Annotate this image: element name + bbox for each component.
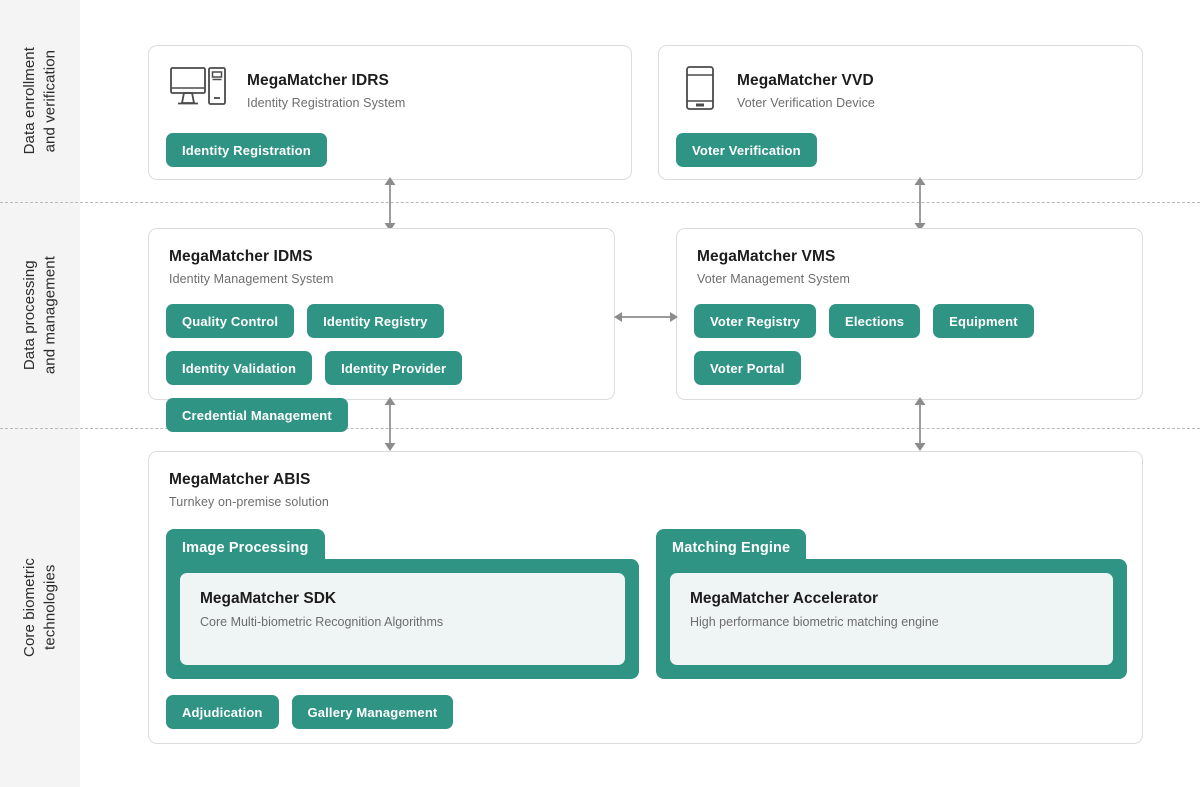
card-megamatcher-vms[interactable]: MegaMatcher VMS Voter Management System … (676, 228, 1143, 400)
card-abis-subtitle: Turnkey on-premise solution (169, 495, 329, 509)
card-idrs-subtitle: Identity Registration System (247, 96, 406, 110)
card-megamatcher-idms[interactable]: MegaMatcher IDMS Identity Management Sys… (148, 228, 615, 432)
product-subtitle-megamatcher-sdk: Core Multi-biometric Recognition Algorit… (200, 615, 444, 629)
pill-credential-management[interactable]: Credential Management (166, 398, 348, 432)
pill-quality-control[interactable]: Quality Control (166, 304, 295, 338)
card-megamatcher-abis[interactable]: MegaMatcher ABIS Turnkey on-premise solu… (148, 451, 1143, 744)
product-card-megamatcher-sdk[interactable]: MegaMatcher SDK Core Multi-biometric Rec… (180, 573, 625, 665)
tech-body-image-processing: MegaMatcher SDK Core Multi-biometric Rec… (166, 559, 639, 679)
pill-equipment[interactable]: Equipment (933, 304, 1034, 338)
card-megamatcher-vvd[interactable]: MegaMatcher VVD Voter Verification Devic… (658, 45, 1143, 180)
pill-identity-provider[interactable]: Identity Provider (325, 351, 463, 385)
band-rail (0, 0, 80, 787)
pill-identity-registration[interactable]: Identity Registration (166, 133, 327, 167)
tech-panel-matching-engine: Matching Engine MegaMatcher Accelerator … (656, 529, 1127, 679)
band-divider-1 (0, 202, 1200, 203)
connector-vms-abis (905, 396, 935, 457)
connector-idrs-idms (375, 176, 405, 237)
card-vms-subtitle: Voter Management System (697, 272, 851, 286)
pill-identity-validation[interactable]: Identity Validation (166, 351, 313, 385)
card-idms-subtitle: Identity Management System (169, 272, 334, 286)
band-divider-2 (0, 428, 1200, 429)
pill-gallery-management[interactable]: Gallery Management (291, 695, 454, 729)
band-label-enrollment-text: Data enrollment and verification (20, 47, 58, 155)
pill-adjudication[interactable]: Adjudication (166, 695, 279, 729)
card-idrs-title: MegaMatcher IDRS (247, 72, 389, 89)
mobile-device-icon (679, 64, 719, 112)
product-title-megamatcher-accelerator: MegaMatcher Accelerator (690, 590, 879, 607)
connector-vvd-vms (905, 176, 935, 237)
tech-panel-image-processing: Image Processing MegaMatcher SDK Core Mu… (166, 529, 639, 679)
abis-pill-row: Adjudication Gallery Management (166, 695, 454, 729)
card-idms-title: MegaMatcher IDMS (169, 248, 313, 265)
product-card-megamatcher-accelerator[interactable]: MegaMatcher Accelerator High performance… (670, 573, 1113, 665)
card-vms-title: MegaMatcher VMS (697, 248, 836, 265)
band-label-core: Core biometric technologies (0, 428, 80, 787)
connector-idms-vms (613, 305, 679, 334)
card-vvd-subtitle: Voter Verification Device (737, 96, 875, 110)
pill-elections[interactable]: Elections (829, 304, 921, 338)
band-label-processing: Data processing and management (0, 202, 80, 428)
card-idrs-heading: MegaMatcher IDRS Identity Registration S… (247, 64, 405, 110)
band-label-enrollment: Data enrollment and verification (0, 0, 80, 202)
band-label-core-text: Core biometric technologies (20, 558, 58, 657)
band-label-processing-text: Data processing and management (20, 255, 58, 375)
product-title-megamatcher-sdk: MegaMatcher SDK (200, 590, 337, 607)
desktop-computer-icon (169, 64, 227, 112)
pill-identity-registry[interactable]: Identity Registry (307, 304, 444, 338)
card-vvd-title: MegaMatcher VVD (737, 72, 874, 89)
connector-idms-abis (375, 396, 405, 457)
tech-body-matching-engine: MegaMatcher Accelerator High performance… (656, 559, 1127, 679)
pill-voter-registry[interactable]: Voter Registry (694, 304, 816, 338)
card-abis-title: MegaMatcher ABIS (169, 471, 311, 488)
pill-voter-portal[interactable]: Voter Portal (694, 351, 801, 385)
pill-voter-verification[interactable]: Voter Verification (676, 133, 817, 167)
card-vvd-heading: MegaMatcher VVD Voter Verification Devic… (737, 64, 875, 110)
product-subtitle-megamatcher-accelerator: High performance biometric matching engi… (690, 615, 939, 629)
card-megamatcher-idrs[interactable]: MegaMatcher IDRS Identity Registration S… (148, 45, 632, 180)
